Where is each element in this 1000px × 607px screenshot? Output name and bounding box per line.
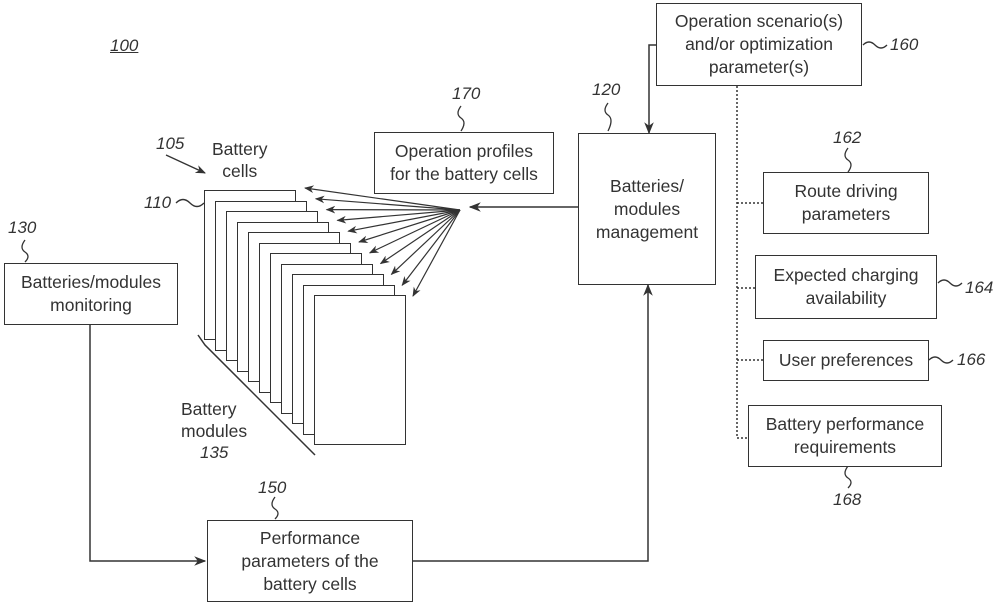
label-line: Battery bbox=[181, 399, 237, 419]
squiggle-168 bbox=[844, 465, 852, 489]
user-preferences-box[interactable]: User preferences bbox=[763, 340, 929, 381]
box-text: Route driving bbox=[794, 181, 898, 201]
fan-arrow bbox=[347, 209, 461, 234]
squiggle-160 bbox=[862, 41, 888, 49]
ref-160: 160 bbox=[890, 35, 919, 54]
performance-parameters-box[interactable]: Performance parameters of the battery ce… bbox=[207, 520, 413, 602]
ref-164: 164 bbox=[965, 278, 994, 297]
box-text: Operation profiles bbox=[394, 141, 534, 161]
box-text: parameters of the bbox=[241, 550, 379, 571]
label-line: cells bbox=[222, 161, 258, 181]
arrow-scenario-to-management bbox=[644, 44, 656, 135]
figure-ref: 100 bbox=[110, 36, 139, 55]
squiggle-170 bbox=[457, 105, 465, 132]
squiggle-110 bbox=[175, 198, 205, 208]
fan-arrow bbox=[304, 185, 461, 211]
squiggle-164 bbox=[937, 279, 963, 287]
box-text: User preferences bbox=[778, 350, 914, 370]
box-text: Batteries/ bbox=[610, 175, 684, 196]
box-text: Operation scenario(s) bbox=[674, 11, 844, 31]
label-line: Battery bbox=[212, 139, 268, 159]
ref-168: 168 bbox=[833, 490, 862, 509]
box-text: and/or optimization bbox=[685, 34, 833, 54]
squiggle-150 bbox=[271, 496, 279, 520]
box-text: parameter(s) bbox=[708, 57, 810, 77]
ref-166: 166 bbox=[957, 350, 986, 369]
arrow-105 bbox=[165, 154, 206, 174]
batteries-monitoring-box[interactable]: Batteries/modules monitoring bbox=[4, 263, 178, 325]
fan-arrow bbox=[379, 209, 461, 265]
box-text: parameters bbox=[801, 204, 891, 224]
box-text: Batteries/modules bbox=[20, 272, 162, 292]
operation-profiles-box[interactable]: Operation profiles for the battery cells bbox=[374, 132, 554, 194]
ref-105: 105 bbox=[156, 134, 185, 153]
battery-cell bbox=[314, 295, 406, 445]
box-text: availability bbox=[805, 288, 887, 308]
squiggle-130 bbox=[21, 239, 29, 263]
fan-arrow bbox=[412, 209, 461, 297]
box-text: monitoring bbox=[50, 295, 132, 315]
fan-arrow bbox=[368, 209, 461, 254]
box-text: Performance bbox=[259, 527, 361, 548]
box-text: requirements bbox=[793, 437, 897, 457]
squiggle-162 bbox=[844, 147, 852, 173]
performance-requirements-box[interactable]: Battery performance requirements bbox=[748, 405, 942, 467]
label-line: modules bbox=[181, 421, 248, 441]
box-text: Expected charging bbox=[773, 265, 919, 285]
ref-110: 110 bbox=[144, 193, 172, 212]
fan-arrow bbox=[358, 209, 461, 244]
ref-170: 170 bbox=[452, 84, 481, 103]
ref-130: 130 bbox=[8, 218, 37, 237]
charging-availability-box[interactable]: Expected charging availability bbox=[755, 255, 937, 319]
fan-arrow bbox=[390, 209, 461, 276]
fan-arrows bbox=[304, 185, 461, 297]
fan-arrow bbox=[336, 209, 461, 224]
module-brace bbox=[197, 334, 316, 456]
ref-120: 120 bbox=[592, 80, 621, 99]
ref-135: 135 bbox=[200, 443, 229, 462]
ref-150: 150 bbox=[258, 478, 287, 497]
box-text: modules bbox=[613, 198, 681, 219]
box-text: battery cells bbox=[263, 573, 357, 594]
squiggle-120 bbox=[604, 102, 612, 132]
arrow-monitoring-to-performance bbox=[89, 324, 207, 566]
battery-modules-label: Battery modules bbox=[181, 398, 247, 442]
box-text: management bbox=[595, 221, 699, 242]
batteries-management-box[interactable]: Batteries/ modules management bbox=[578, 133, 716, 285]
operation-scenario-box[interactable]: Operation scenario(s) and/or optimizatio… bbox=[656, 3, 862, 86]
fan-arrow bbox=[401, 209, 461, 286]
route-driving-box[interactable]: Route driving parameters bbox=[763, 172, 929, 234]
ref-162: 162 bbox=[833, 128, 862, 147]
box-text: Battery performance bbox=[765, 414, 925, 434]
squiggle-166 bbox=[928, 356, 954, 364]
battery-cells-label: Battery cells bbox=[212, 138, 267, 182]
fan-arrow bbox=[314, 195, 461, 211]
arrow-performance-to-management bbox=[412, 283, 653, 562]
box-text: for the battery cells bbox=[390, 164, 538, 184]
